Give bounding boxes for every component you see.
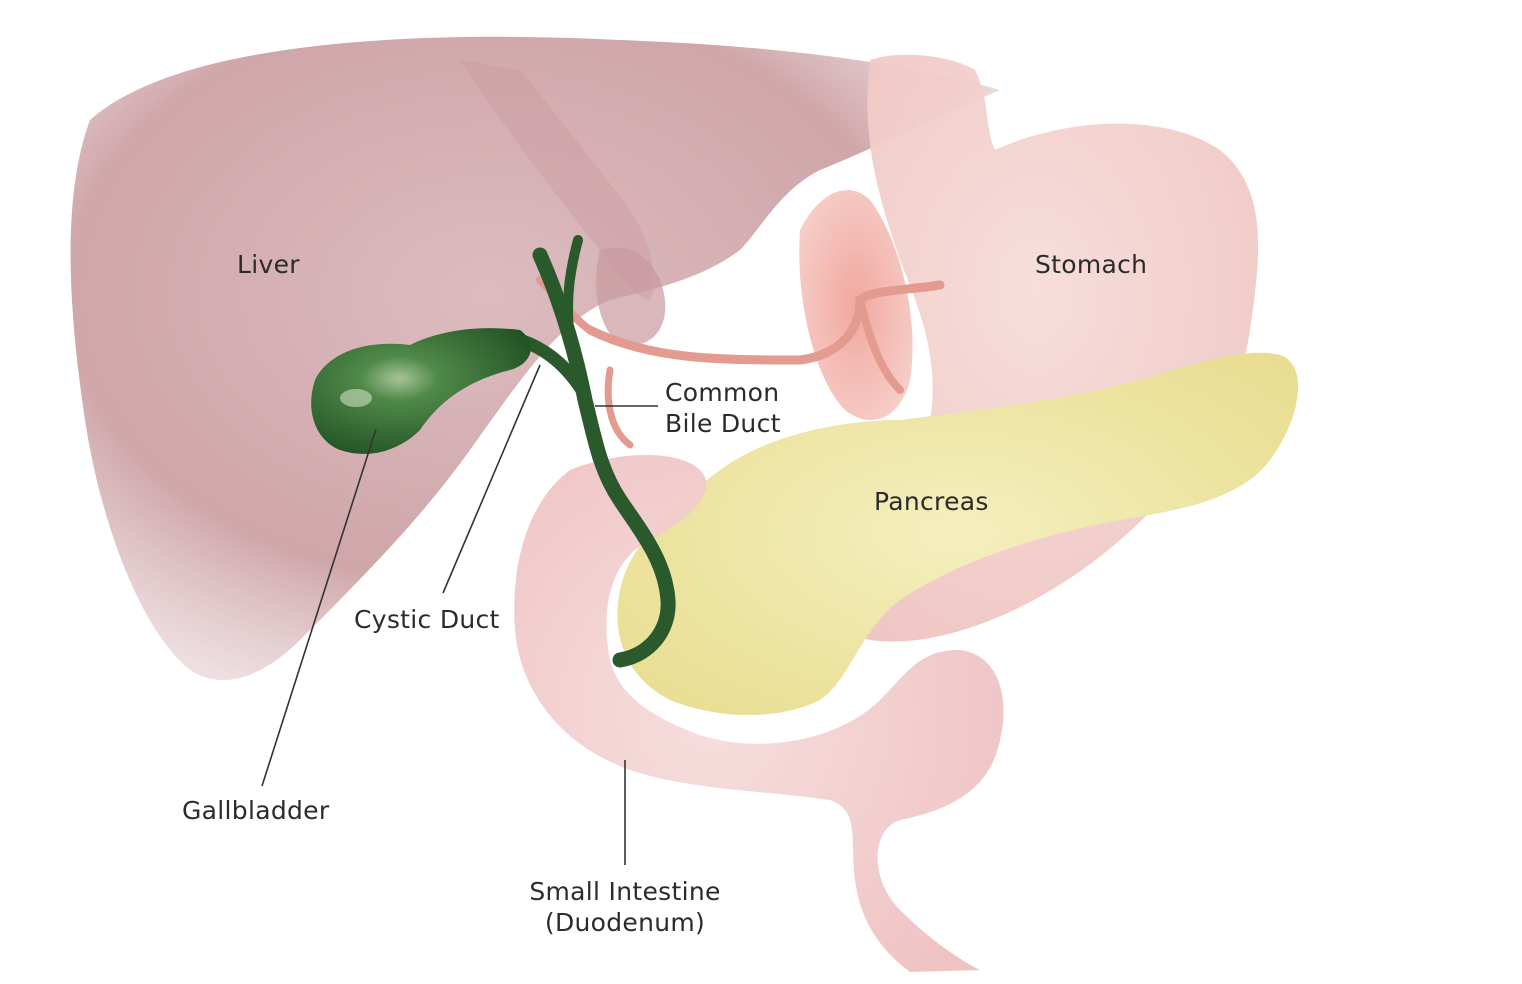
liver-illustration [60, 0, 1522, 681]
label-common-bile-duct: Common Bile Duct [665, 377, 781, 439]
label-pancreas: Pancreas [874, 487, 989, 516]
duodenum-illustration [514, 455, 1004, 972]
label-gallbladder: Gallbladder [182, 796, 330, 825]
leader-cystic-duct [442, 364, 541, 594]
label-cystic-duct: Cystic Duct [354, 605, 500, 634]
label-small-intestine: Small Intestine (Duodenum) [500, 876, 750, 938]
label-common-bile-duct-line2: Bile Duct [665, 409, 781, 438]
label-common-bile-duct-line1: Common [665, 378, 780, 407]
label-small-intestine-line2: (Duodenum) [544, 908, 706, 937]
leader-gallbladder [261, 428, 377, 787]
label-small-intestine-line1: Small Intestine [529, 877, 721, 906]
gallbladder-illustration [311, 328, 531, 454]
label-liver: Liver [237, 250, 300, 279]
pancreas-illustration [617, 352, 1299, 715]
leader-lines [261, 364, 658, 865]
label-stomach: Stomach [1035, 250, 1148, 279]
